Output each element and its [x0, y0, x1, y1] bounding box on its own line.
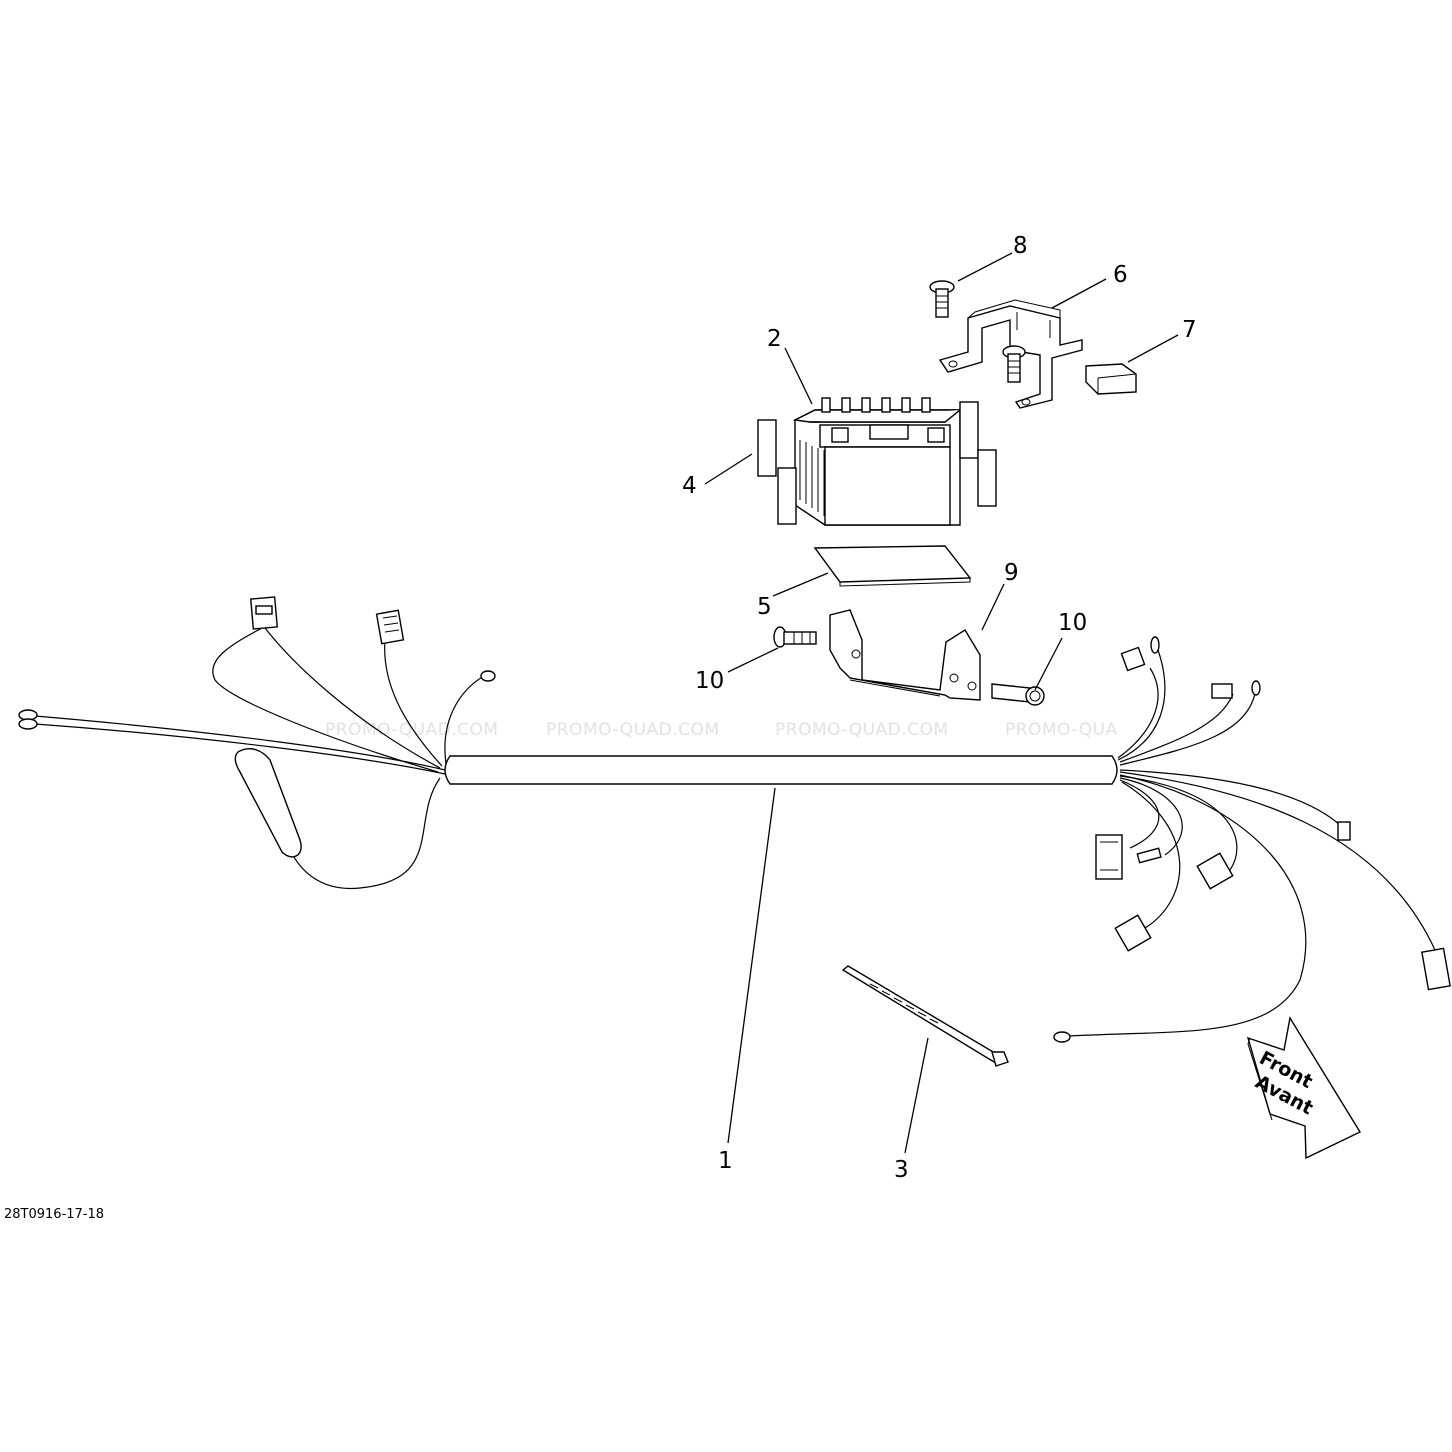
watermark-1: PROMO-QUAD.COM — [325, 720, 499, 740]
callout-10-right: 10 — [1058, 610, 1087, 636]
foam-pads — [757, 401, 997, 525]
connector-right-e — [1337, 821, 1351, 841]
screw-8b — [1002, 345, 1026, 383]
callout-4: 4 — [682, 473, 697, 499]
callout-8: 8 — [1013, 233, 1028, 259]
leader-lines — [704, 252, 1179, 1154]
callout-5: 5 — [757, 594, 772, 620]
retaining-bracket — [938, 299, 1083, 409]
callout-2: 2 — [767, 326, 782, 352]
terminal-right-g — [1053, 1031, 1071, 1043]
terminal-left-c — [480, 670, 496, 682]
watermark-2: PROMO-QUAD.COM — [546, 720, 720, 740]
terminal-right-i — [1136, 847, 1162, 864]
callout-6: 6 — [1113, 262, 1128, 288]
bolt-10b — [991, 683, 1045, 706]
terminal-right-b — [1150, 636, 1160, 654]
callout-9: 9 — [1004, 560, 1019, 586]
reference-code: 28T0916-17-18 — [4, 1207, 104, 1222]
callout-7: 7 — [1182, 317, 1197, 343]
terminal-right-d — [1251, 680, 1261, 696]
connector-right-c — [1211, 683, 1233, 699]
connector-right-a — [1120, 646, 1146, 672]
callout-3: 3 — [894, 1157, 909, 1183]
battery-holder — [829, 609, 981, 701]
wiring-harness — [18, 596, 1451, 1043]
connector-right-k — [1114, 914, 1152, 952]
watermark-3: PROMO-QUAD.COM — [775, 720, 949, 740]
callout-1: 1 — [718, 1148, 733, 1174]
connector-left-b — [375, 609, 405, 645]
front-direction-arrow: Front Avant — [1246, 1016, 1362, 1160]
terminal-left-e — [18, 718, 38, 730]
connector-right-f — [1421, 947, 1451, 991]
screw-8 — [929, 280, 955, 318]
battery — [792, 397, 962, 526]
inline-fuse-holder — [234, 748, 302, 858]
bolt-10a — [773, 626, 817, 648]
foam-block — [1085, 363, 1137, 395]
battery-pad — [813, 545, 972, 583]
callout-10-left: 10 — [695, 668, 724, 694]
watermark-4: PROMO-QUA — [1005, 720, 1118, 740]
cable-tie — [841, 965, 1009, 1067]
connector-right-j — [1196, 852, 1234, 890]
